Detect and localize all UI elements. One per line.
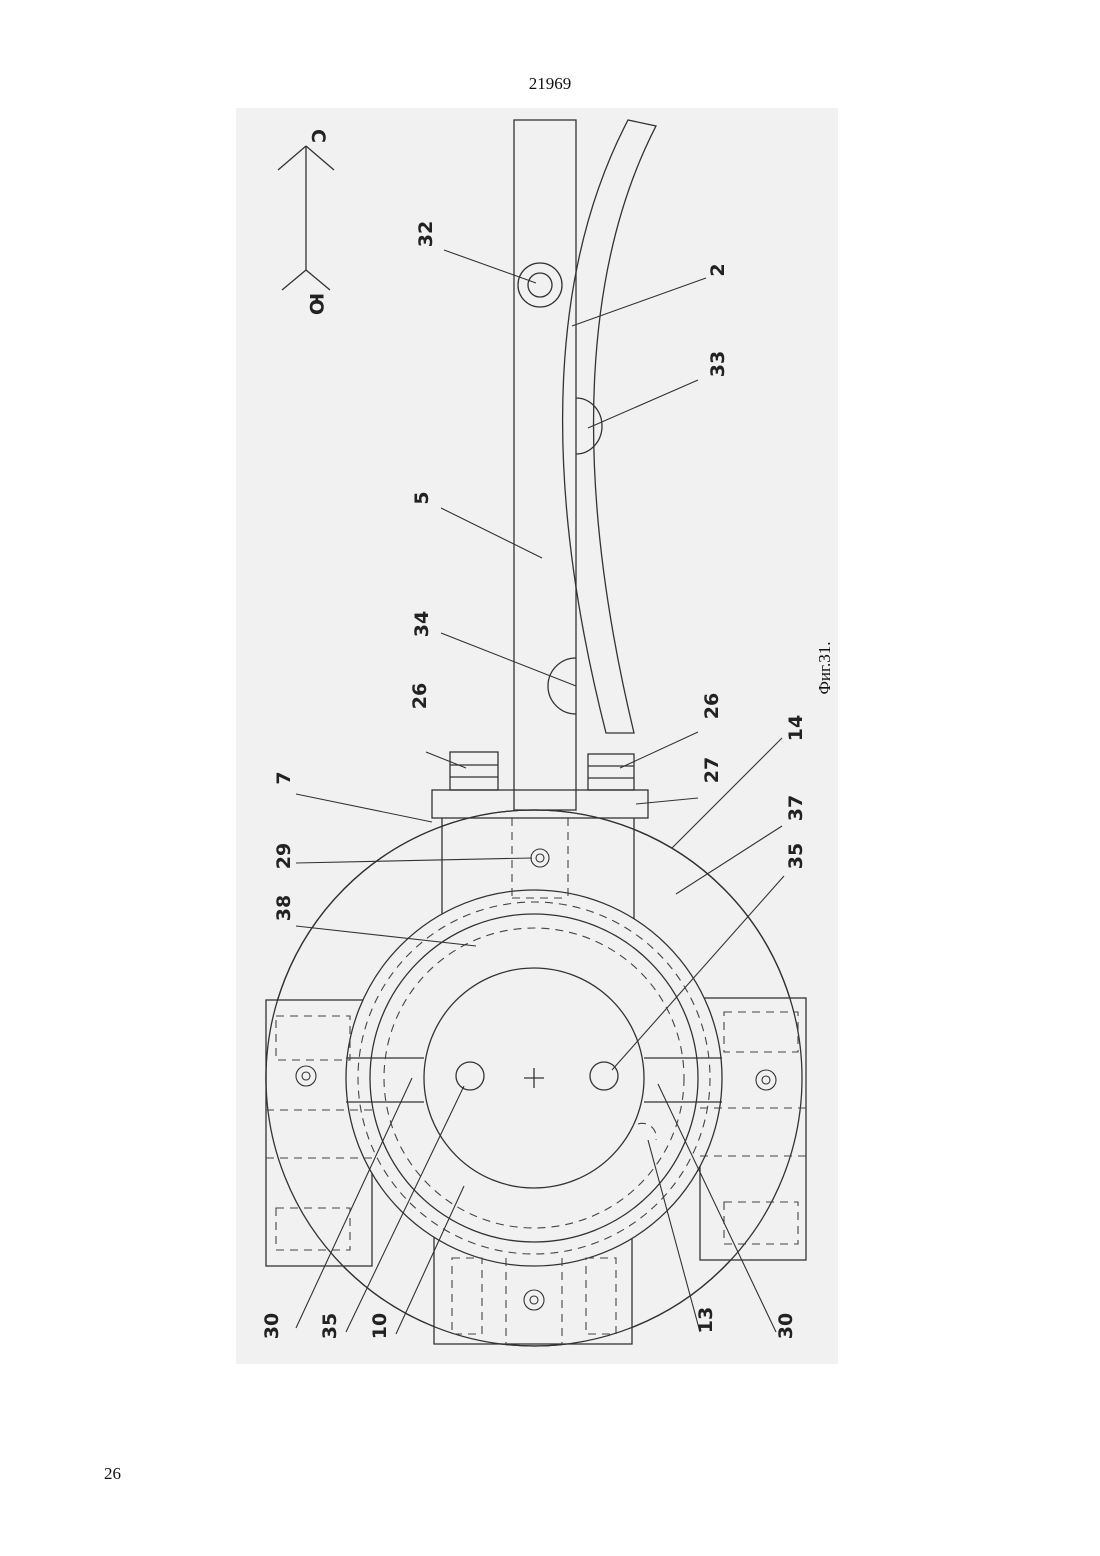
label-34: 34 <box>411 611 433 637</box>
label-7: 7 <box>273 771 295 784</box>
label-33: 33 <box>707 351 729 377</box>
label-2: 2 <box>707 263 729 276</box>
compass-arrow <box>278 146 334 290</box>
roller-32-inner <box>528 273 552 297</box>
label-37: 37 <box>785 795 807 821</box>
label-35-left: 35 <box>319 1313 341 1339</box>
label-13: 13 <box>695 1307 717 1333</box>
label-30-right: 30 <box>775 1313 797 1339</box>
label-38: 38 <box>273 895 295 921</box>
bar-5 <box>514 120 576 810</box>
compass-north-label: С <box>307 129 329 143</box>
label-14: 14 <box>785 715 807 741</box>
label-35-right: 35 <box>785 843 807 869</box>
label-26-left: 26 <box>409 683 431 709</box>
label-10: 10 <box>369 1313 391 1339</box>
half-roller-34 <box>548 658 576 714</box>
label-30-left: 30 <box>261 1313 283 1339</box>
label-27: 27 <box>701 757 723 783</box>
half-roller-33 <box>576 398 602 454</box>
label-32: 32 <box>415 221 437 247</box>
bolt-26-left <box>450 752 498 790</box>
label-5: 5 <box>411 491 433 504</box>
roller-32 <box>518 263 562 307</box>
page-header-number: 21969 <box>0 74 1100 94</box>
compass-south-label: Ю <box>305 293 327 315</box>
bolt-29 <box>531 849 549 867</box>
flange-27 <box>432 790 648 818</box>
figure-caption: Фиг.31. <box>815 641 834 694</box>
label-26-right: 26 <box>701 693 723 719</box>
drawing-svg: С Ю 32 2 33 5 34 26 26 14 27 7 37 29 35 … <box>236 108 838 1364</box>
bolt-26-right <box>588 754 634 790</box>
page-number: 26 <box>104 1464 121 1484</box>
label-29: 29 <box>273 843 295 869</box>
technical-drawing: С Ю 32 2 33 5 34 26 26 14 27 7 37 29 35 … <box>236 108 838 1364</box>
